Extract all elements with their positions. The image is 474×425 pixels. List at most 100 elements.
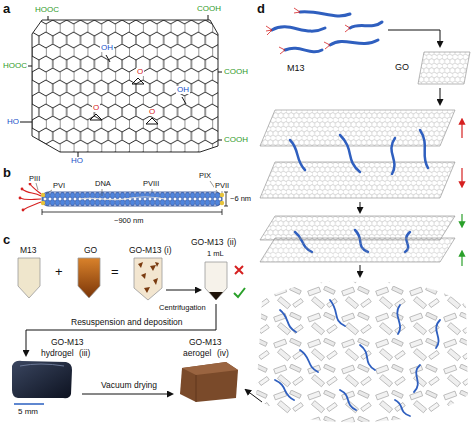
- m13-phage-part: [41, 201, 45, 205]
- sample-tubes-part: [134, 258, 162, 300]
- m13-phage-part: [19, 197, 22, 200]
- sample-tubes-part: [180, 362, 238, 402]
- protein-label: PIX: [198, 172, 212, 180]
- panel-letter: a: [3, 2, 10, 15]
- panel-letter: c: [3, 233, 10, 246]
- functional-group: COOH: [196, 5, 222, 13]
- assembly-scheme-part: [360, 202, 361, 212]
- assembly-scheme-part-part: [280, 310, 296, 332]
- operator-sign: =: [110, 265, 120, 278]
- functional-group: O: [148, 108, 156, 116]
- volume-label: 1 mL: [206, 250, 225, 258]
- assembly-scheme-part: [260, 238, 455, 262]
- sample-label: aerogel: [182, 349, 212, 358]
- sample-tubes-part: [82, 394, 172, 395]
- functional-group: HO: [70, 157, 84, 165]
- sample-label: (i): [163, 246, 173, 255]
- assembly-scheme-part: [418, 52, 470, 84]
- sample-tubes-part: [166, 290, 200, 291]
- functional-group: OH: [100, 44, 114, 52]
- m13-phage-part: [220, 193, 224, 197]
- component-label: GO: [394, 63, 410, 72]
- sample-label: (ii): [226, 238, 237, 247]
- assembly-scheme-part-part: [360, 345, 375, 370]
- assembly-scheme-part-part: [272, 27, 325, 31]
- assembly-scheme-part: [461, 120, 462, 138]
- m13-phage-part: [20, 184, 41, 210]
- assembly-scheme-part-part: [275, 380, 294, 400]
- protein-label: PVII: [214, 182, 230, 190]
- functional-group: HOOC: [2, 62, 28, 70]
- dimension-label: ~900 nm: [113, 217, 144, 225]
- sample-tubes: [12, 258, 245, 404]
- assembly-scheme-part: [260, 216, 455, 240]
- m13-phage-part: [22, 209, 25, 212]
- m13-phage-part: [42, 209, 222, 215]
- sample-tubes-part: [12, 361, 72, 398]
- assembly-scheme-part: [461, 168, 462, 186]
- protein-label: PIII: [28, 175, 41, 183]
- assembly-scheme-part-part: [436, 320, 440, 348]
- m13-phage-part: [80, 197, 165, 200]
- sample-tubes-part: [78, 258, 100, 298]
- protein-label: DNA: [94, 180, 112, 188]
- dimension-label: ~6 nm: [229, 195, 252, 203]
- sample-label: GO-M13: [128, 246, 163, 255]
- step-label: Resuspension and deposition: [70, 318, 184, 327]
- panel-letter: b: [3, 166, 11, 179]
- step-label: Centrifugation: [158, 304, 207, 312]
- assembly-scheme-part-part: [397, 305, 400, 334]
- assembly-scheme-part-part: [420, 130, 428, 168]
- assembly-scheme-part: [440, 88, 441, 104]
- graphene-oxide-structure-part: [90, 55, 186, 124]
- sample-label: GO-M13: [190, 238, 225, 247]
- panel-letter: d: [257, 2, 265, 15]
- assembly-scheme-part-part: [340, 135, 360, 172]
- m13-phage-part: [224, 192, 228, 206]
- operator-sign: +: [54, 265, 64, 278]
- assembly-scheme-part: [246, 390, 262, 402]
- functional-group: HO: [6, 118, 20, 126]
- sample-label: GO: [83, 246, 98, 255]
- sample-label: GO-M13: [50, 338, 85, 347]
- assembly-scheme-part-part: [285, 48, 322, 51]
- assembly-scheme-part: [461, 252, 462, 266]
- sample-tubes-part: [138, 262, 159, 293]
- sample-tubes-part: [26, 304, 216, 355]
- sample-tubes-part: [235, 266, 243, 274]
- assembly-scheme-part: [260, 162, 455, 198]
- m13-phage-part: [36, 181, 222, 196]
- assembly-scheme-part-part: [294, 8, 300, 13]
- assembly-scheme-part: [388, 30, 440, 46]
- sample-tubes-part: [234, 288, 245, 297]
- sample-label: GO-M13: [188, 338, 223, 347]
- assembly-scheme-part-part: [350, 22, 382, 28]
- sample-tubes-part: [20, 364, 64, 366]
- assembly-scheme-part-part: [395, 400, 410, 416]
- protein-label: PVIII: [142, 180, 160, 188]
- m13-phage-part: [41, 193, 45, 197]
- assembly-scheme-part: [272, 12, 382, 52]
- protein-label: PVI: [52, 182, 66, 190]
- m13-phage-part: [42, 192, 222, 206]
- graphene-oxide-structure: [19, 15, 222, 157]
- assembly-scheme-part: [461, 214, 462, 226]
- sample-tubes-part: [205, 262, 227, 300]
- functional-group: OH: [176, 86, 190, 94]
- assembly-scheme-part-part: [300, 12, 350, 16]
- assembly-scheme-part-part: [279, 47, 285, 54]
- assembly-scheme-part: [266, 8, 350, 54]
- assembly-scheme-part-part: [266, 26, 272, 35]
- assembly-scheme-part: [290, 130, 428, 174]
- sample-tubes-part: [14, 403, 44, 405]
- assembly-scheme-part-part: [340, 390, 356, 410]
- graphene-oxide-structure-part: [19, 15, 222, 157]
- assembly-scheme-part: [256, 281, 468, 422]
- assembly-scheme-part-part: [345, 25, 350, 32]
- sample-label: M13: [19, 246, 38, 255]
- sample-label: hydrogel: [40, 349, 75, 358]
- functional-group: O: [136, 68, 144, 76]
- assembly-scheme-part-part: [414, 365, 420, 392]
- assembly-scheme-part-part: [324, 42, 330, 49]
- sample-tubes-part: [18, 258, 40, 298]
